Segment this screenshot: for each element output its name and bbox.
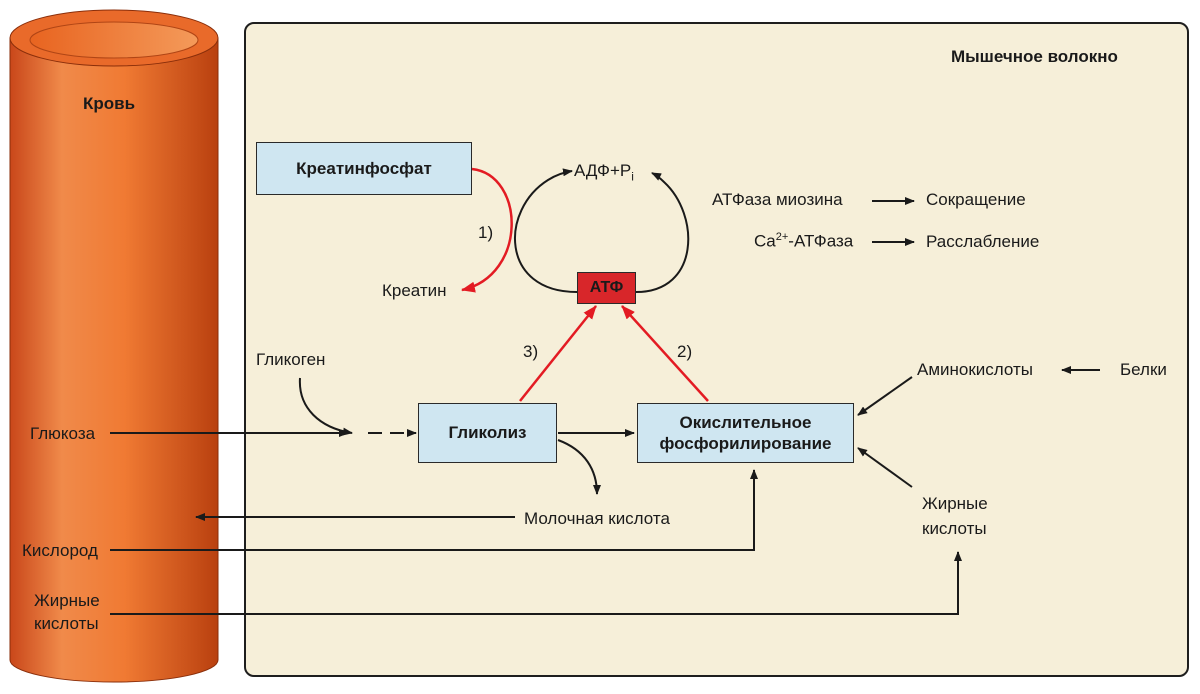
fatty-acids-transport-arrow: [110, 551, 962, 615]
atp-cycle-left-arrow: [514, 168, 578, 293]
creatine-label: Креатин: [382, 281, 447, 300]
glycogen-arrow: [298, 377, 353, 436]
muscle-fiber-label: Мышечное волокно: [951, 47, 1118, 66]
pathway-2-label: 2): [677, 342, 693, 361]
pathway-3-arrow: [519, 305, 597, 402]
blood-vessel: [9, 9, 219, 683]
contraction-label: Сокращение: [926, 190, 1026, 209]
oxygen-label: Кислород: [22, 541, 98, 560]
glycolysis-box: Гликолиз: [418, 403, 557, 463]
amino-acids-label: Аминокислоты: [917, 360, 1033, 379]
pathway-2-arrow: [621, 305, 709, 402]
lactic-acid-arrow: [557, 439, 601, 495]
pathway-1-label: 1): [478, 223, 494, 242]
muscle-fiber-panel: [244, 22, 1189, 677]
adp-pi-label: АДФ+Pi: [574, 161, 634, 184]
oxidative-phosphorylation-box: Окислительное фосфорилирование: [637, 403, 854, 463]
atp-box: АТФ: [577, 272, 636, 304]
glycogen-label: Гликоген: [256, 350, 326, 369]
oxygen-arrow: [110, 469, 758, 551]
relaxation-label: Расслабление: [926, 232, 1040, 251]
proteins-label: Белки: [1120, 360, 1167, 379]
ca-atpase-label: Ca2+-АТФаза: [754, 231, 854, 251]
blood-label: Кровь: [83, 94, 136, 113]
fatty-acids-muscle-label: Жирные кислоты: [922, 494, 988, 538]
fatty-acids-to-oxphos-arrow: [857, 447, 913, 488]
pathway-3-label: 3): [523, 342, 539, 361]
pathway-1-arrow: [461, 167, 513, 293]
amino-acids-to-oxphos-arrow: [857, 376, 913, 416]
lactic-acid-label: Молочная кислота: [524, 509, 670, 528]
creatine-phosphate-box: Креатинфосфат: [256, 142, 472, 195]
atp-cycle-right-arrow: [635, 172, 690, 293]
myosin-atpase-label: АТФаза миозина: [712, 190, 843, 209]
fatty-acids-blood-label: Жирные кислоты: [34, 591, 100, 633]
glucose-label: Глюкоза: [30, 424, 96, 443]
